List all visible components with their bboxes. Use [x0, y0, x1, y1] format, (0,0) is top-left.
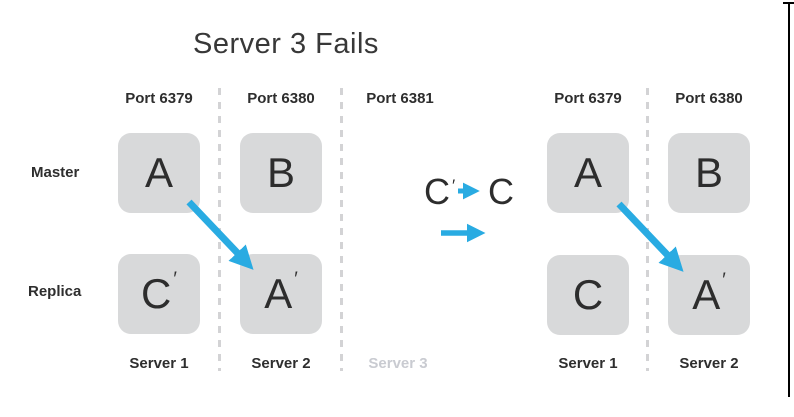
node-letter: B — [266, 149, 295, 196]
right-replica-node-c: C — [547, 255, 629, 335]
right-master-node-a: A — [547, 133, 629, 213]
node-letter: C — [141, 270, 172, 317]
node-letter: A — [692, 271, 721, 318]
frame-top-right-stub — [783, 2, 794, 4]
left-replica-node-a-prime: A′ — [240, 254, 322, 334]
left-master-node-b: B — [240, 133, 322, 213]
node-prime: ′ — [722, 269, 726, 291]
right-master-node-b: B — [668, 133, 750, 213]
left-column-divider-1 — [218, 88, 221, 371]
frame-right-edge — [788, 2, 790, 397]
promotion-from-label: C′ — [424, 174, 455, 210]
node-letter: C — [572, 271, 604, 318]
node-letter: A — [573, 149, 602, 196]
right-server-2-label: Server 2 — [679, 355, 739, 372]
node-prime: ′ — [173, 268, 177, 290]
diagram-title: Server 3 Fails — [193, 28, 379, 60]
left-port-6379-label: Port 6379 — [125, 90, 193, 107]
left-server-3-label-failed: Server 3 — [368, 355, 428, 372]
node-prime: ′ — [294, 268, 298, 290]
master-row-label: Master — [31, 164, 80, 181]
node-letter: A — [264, 270, 293, 317]
right-port-6380-label: Port 6380 — [675, 90, 743, 107]
right-server-1-label: Server 1 — [558, 355, 618, 372]
promotion-to-label: C — [488, 171, 514, 212]
left-port-6381-label: Port 6381 — [366, 90, 434, 107]
left-column-divider-2 — [340, 88, 343, 371]
left-master-node-a: A — [118, 133, 200, 213]
node-letter: A — [144, 149, 173, 196]
node-letter: B — [694, 149, 723, 196]
right-column-divider — [646, 88, 649, 371]
right-port-6379-label: Port 6379 — [554, 90, 622, 107]
right-replica-node-a-prime: A′ — [668, 255, 750, 335]
node-letter: C — [424, 171, 450, 212]
left-server-2-label: Server 2 — [251, 355, 311, 372]
left-port-6380-label: Port 6380 — [247, 90, 315, 107]
replica-row-label: Replica — [28, 283, 82, 300]
left-replica-node-c-prime: C′ — [118, 254, 200, 334]
left-server-1-label: Server 1 — [129, 355, 189, 372]
node-prime: ′ — [452, 176, 456, 195]
